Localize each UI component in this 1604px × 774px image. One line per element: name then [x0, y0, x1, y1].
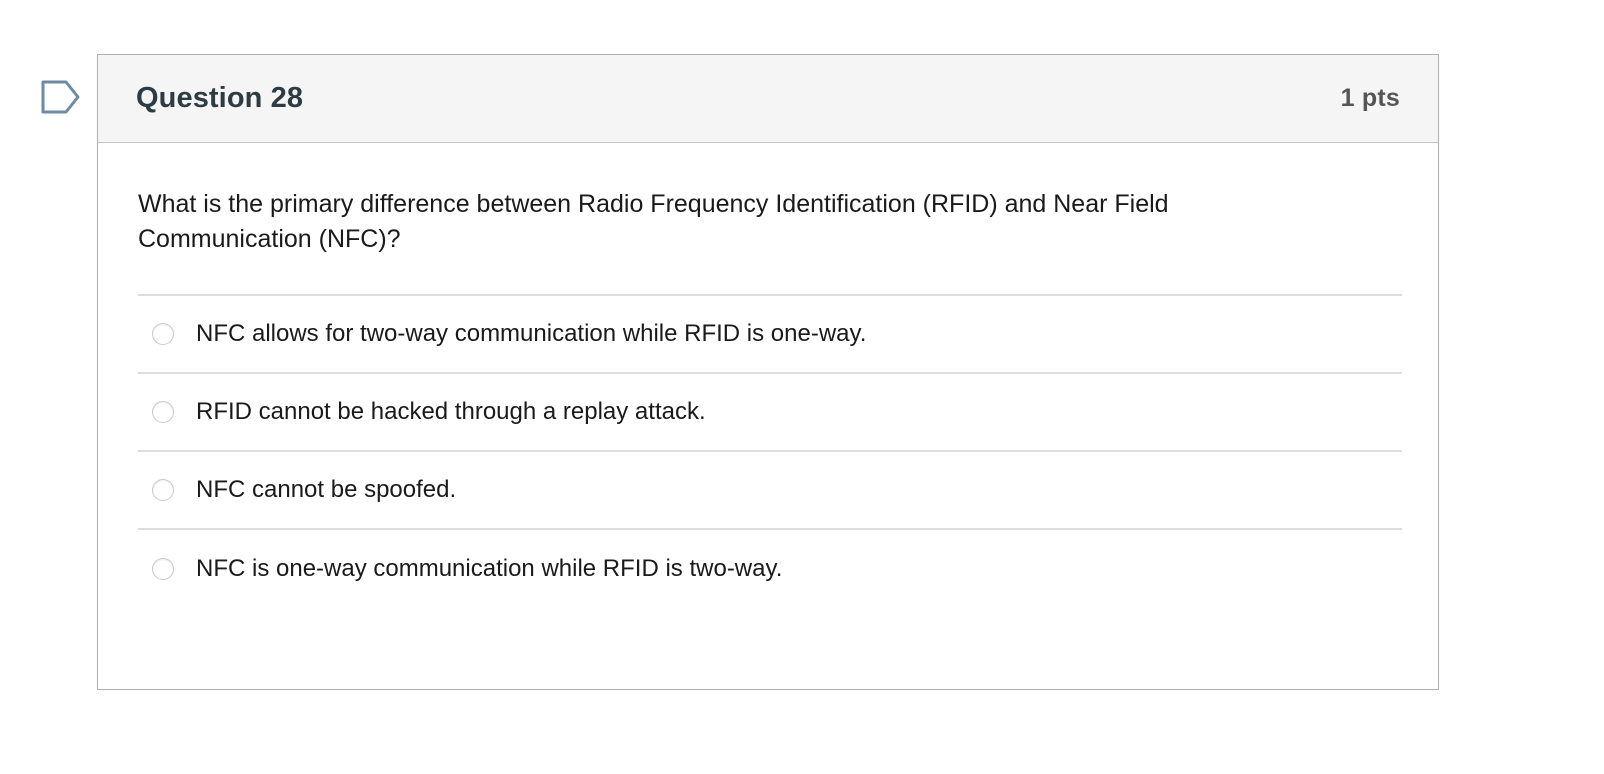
question-body: What is the primary difference between R… [98, 143, 1438, 608]
question-card: Question 28 1 pts What is the primary di… [97, 54, 1439, 690]
flag-outline-icon[interactable] [40, 78, 82, 116]
question-title: Question 28 [136, 82, 304, 114]
question-prompt-text: What is the primary difference between R… [138, 190, 1169, 253]
answer-option-label: NFC is one-way communication while RFID … [196, 554, 783, 582]
answer-option-row[interactable]: NFC allows for two-way communication whi… [138, 296, 1402, 374]
answer-option-label: RFID cannot be hacked through a replay a… [196, 397, 706, 425]
answer-option-row[interactable]: NFC is one-way communication while RFID … [138, 530, 1402, 608]
answer-option-row[interactable]: RFID cannot be hacked through a replay a… [138, 374, 1402, 452]
question-header: Question 28 1 pts [98, 55, 1438, 143]
question-points: 1 pts [1340, 84, 1400, 112]
answer-option-label: NFC cannot be spoofed. [196, 475, 457, 503]
radio-button-icon[interactable] [152, 401, 174, 423]
radio-button-icon[interactable] [152, 479, 174, 501]
answer-option-row[interactable]: NFC cannot be spoofed. [138, 452, 1402, 530]
answer-options-list: NFC allows for two-way communication whi… [138, 294, 1402, 608]
radio-button-icon[interactable] [152, 558, 174, 580]
answer-option-label: NFC allows for two-way communication whi… [196, 319, 867, 347]
radio-button-icon[interactable] [152, 323, 174, 345]
